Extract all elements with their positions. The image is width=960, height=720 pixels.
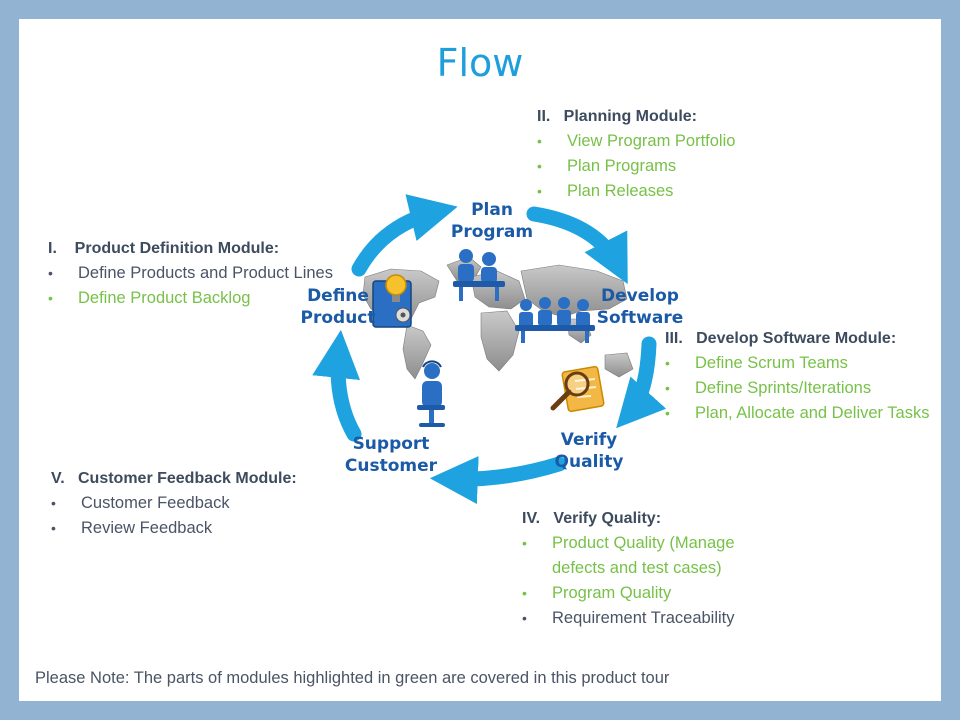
module-product-definition: I. Product Definition Module: Define Pro… [48,236,348,311]
module-item: View Program Portfolio [537,129,837,154]
arrow-develop-to-verify [616,336,667,429]
module-item: Define Scrum Teams [665,351,937,376]
module-items: Product Quality (Manage defects and test… [522,531,787,631]
module-items: View Program Portfolio Plan Programs Pla… [537,129,837,204]
arrow-verify-to-support [429,456,567,505]
module-item: Product Quality (Manage defects and test… [522,531,787,581]
module-develop-software: III. Develop Software Module: Define Scr… [665,326,937,426]
module-item: Review Feedback [51,516,351,541]
arrow-plan-to-develop [526,206,628,285]
module-items: Define Products and Product Lines Define… [48,261,348,311]
footnote: Please Note: The parts of modules highli… [35,669,670,687]
stage-support-line1: Support [353,434,430,454]
module-item: Plan Releases [537,179,837,204]
arrow-define-to-plan [351,194,458,277]
module-item: Define Sprints/Iterations [665,376,937,401]
module-item: Plan Programs [537,154,837,179]
magnifier-document-icon [550,365,605,413]
module-item: Program Quality [522,581,787,606]
module-items: Customer Feedback Review Feedback [51,491,351,541]
module-item: Plan, Allocate and Deliver Tasks [665,401,937,426]
module-item: Requirement Traceability [522,606,787,631]
module-planning: II. Planning Module: View Program Portfo… [537,104,837,204]
page-title: Flow [436,41,524,85]
stage-plan-line2: Program [451,222,533,242]
slide: Flow [19,19,941,701]
team-icon [515,297,595,343]
module-verify-quality: IV. Verify Quality: Product Quality (Man… [522,506,787,631]
people-meeting-icon [453,249,505,301]
flow-diagram: Plan Program Develop Software Verify Qua… [301,194,684,505]
module-item: Define Product Backlog [48,286,348,311]
module-items: Define Scrum Teams Define Sprints/Iterat… [665,351,937,426]
stage-plan-line1: Plan [471,200,513,220]
stage-support-line2: Customer [345,456,438,476]
module-customer-feedback: V. Customer Feedback Module: Customer Fe… [51,466,351,541]
module-item: Customer Feedback [51,491,351,516]
stage-verify-line1: Verify [561,430,617,450]
stage-develop-line2: Software [597,308,684,328]
module-heading: IV. Verify Quality: [522,510,662,527]
headset-support-icon [417,360,445,427]
lightbulb-document-icon [372,274,412,328]
stage-develop-line1: Develop [601,286,679,306]
module-item: Define Products and Product Lines [48,261,348,286]
module-heading: V. Customer Feedback Module: [51,470,297,487]
module-heading: II. Planning Module: [537,108,697,125]
stage-define-line2: Product [301,308,376,328]
module-heading: I. Product Definition Module: [48,240,280,257]
stage-verify-line2: Quality [555,452,624,472]
cycle-arrows [312,194,667,505]
arrow-support-to-define [312,329,362,442]
module-heading: III. Develop Software Module: [665,330,897,347]
